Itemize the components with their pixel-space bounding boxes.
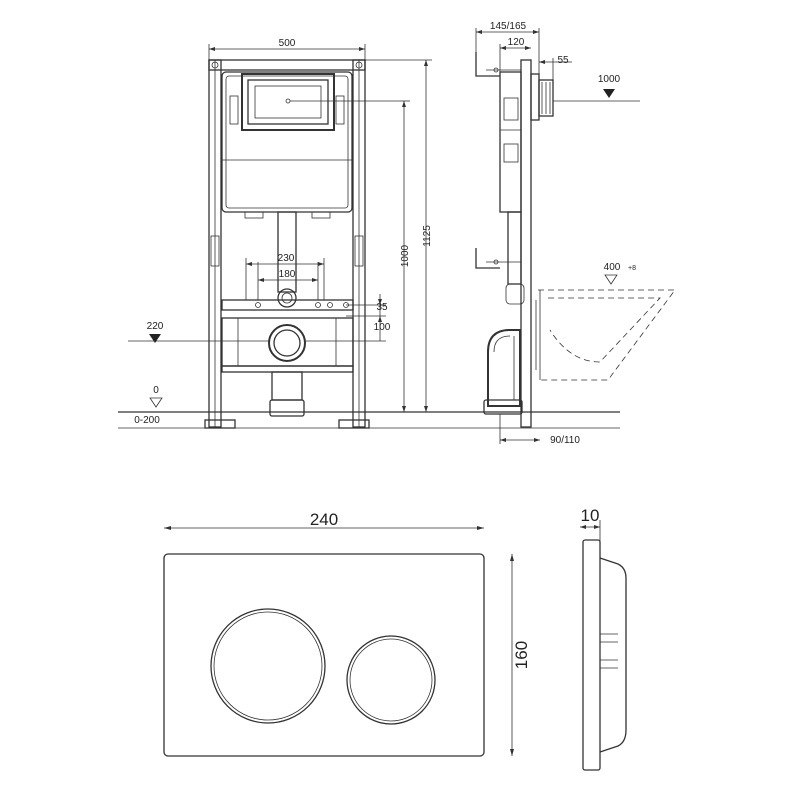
level-0-marker [149,397,163,408]
bolt-crossbar [221,299,354,311]
level-400-tolerance: +8 [628,265,636,272]
dim-180: 180 [279,269,296,280]
dim-230: 230 [278,253,295,264]
dim-160: 160 [512,641,531,669]
half-flush-button [346,635,436,725]
waste-outlet [268,324,306,362]
dim-90-110: 90/110 [550,435,580,446]
dim-145-165: 145/165 [490,21,527,32]
full-flush-button [210,608,326,724]
level-0-200: 0-200 [134,415,160,426]
dim-100: 100 [374,322,391,333]
wall-bracket-top [475,52,500,77]
dim-1125: 1125 [422,225,433,247]
left-foot [204,419,236,429]
waste-pipe [271,371,303,401]
dim-35: 35 [376,302,388,313]
flush-pipe-outlet [277,288,297,308]
side-upright [520,59,532,428]
side-waste-elbow [487,329,521,407]
flush-plate [163,553,485,757]
flush-plate-side: 10 [580,506,627,771]
flush-plate-front: 240 160 [163,510,531,757]
level-0: 0 [153,385,159,396]
level-400-marker [604,274,618,285]
top-bar [208,59,366,71]
dim-120: 120 [508,37,525,48]
dim-500: 500 [279,38,296,49]
dim-1000: 1000 [400,244,411,267]
flush-plate-bevel [599,557,627,753]
dim-10: 10 [581,506,600,525]
dim-55: 55 [557,55,569,66]
level-1000: 1000 [598,74,621,85]
wall-bracket-bottom [475,248,500,269]
level-400: 400 [604,262,621,273]
flush-pipe [277,211,297,293]
front-view: 500 1125 1000 230 180 35 100 [118,38,620,429]
level-1000-marker [603,89,615,98]
side-cistern [499,71,522,213]
dim-240: 240 [310,510,338,529]
side-flush-plate [538,79,554,117]
wall-hung-bowl [538,289,676,381]
right-foot [338,419,370,429]
side-view: 145/165 120 55 1000 400 +8 90/110 [475,21,676,446]
level-220-marker [149,334,161,343]
inspection-opening [241,73,335,131]
level-220: 220 [147,321,164,332]
flush-plate-profile [582,539,601,771]
